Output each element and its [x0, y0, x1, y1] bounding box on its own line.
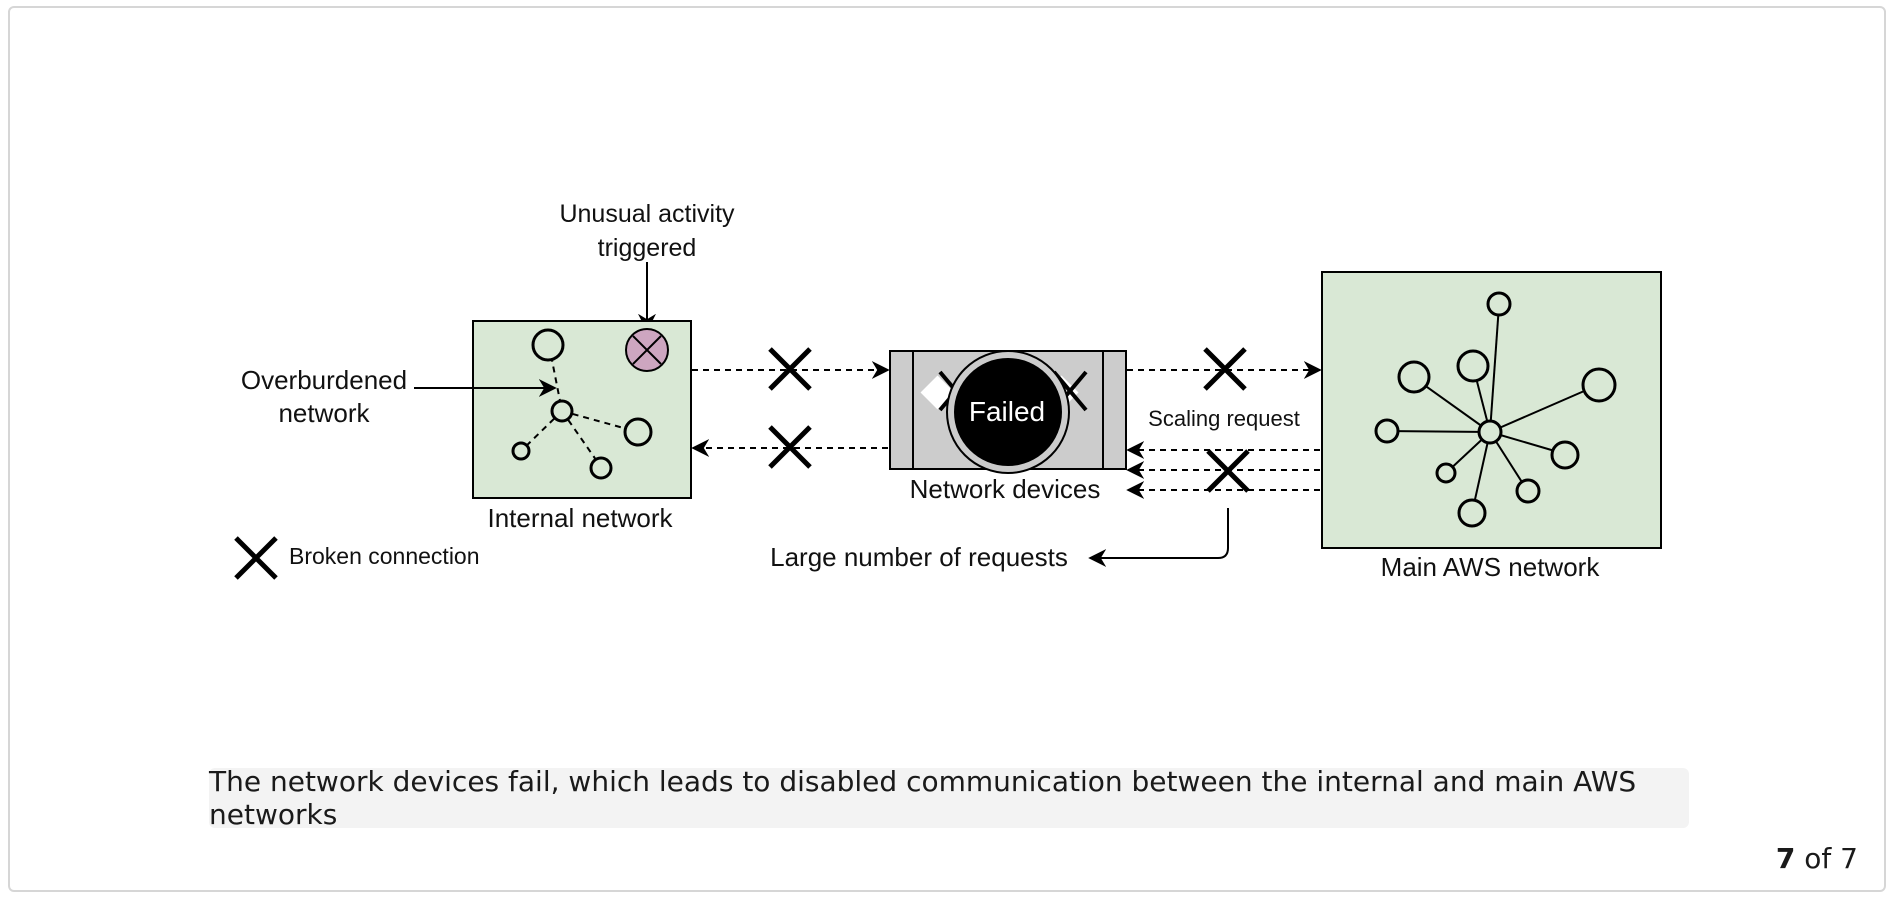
node-circle-icon	[511, 441, 531, 461]
node-circle-icon	[1486, 291, 1512, 317]
node-circle-icon	[1515, 478, 1541, 504]
node-circle-icon	[550, 399, 574, 423]
failed-label: Failed	[969, 396, 1045, 427]
broken-connection-x-icon	[768, 425, 812, 469]
node-circle-icon	[1581, 367, 1617, 403]
broken-connection-x-icon	[1203, 347, 1247, 391]
unusual-activity-label-line1: Unusual activity	[559, 200, 735, 228]
node-circle-icon	[589, 456, 613, 480]
broken-connection-x-icon	[768, 347, 812, 391]
main-aws-network-label: Main AWS network	[1381, 552, 1601, 582]
network-devices-label: Network devices	[910, 474, 1101, 504]
legend-broken-connection-label: Broken connection	[289, 543, 480, 569]
node-circle-icon	[1374, 418, 1400, 444]
unusual-activity-label-line2: triggered	[598, 234, 697, 262]
overburdened-label-line1: Overburdened	[241, 365, 407, 395]
node-circle-icon	[1397, 360, 1431, 394]
node-circle-icon	[531, 328, 565, 362]
slide-pager: 7 of 7	[1776, 842, 1858, 875]
aws-network-nodes	[1374, 291, 1617, 528]
node-circle-icon	[1456, 349, 1490, 383]
caption-text: The network devices fail, which leads to…	[209, 765, 1637, 831]
internal-network-label: Internal network	[488, 503, 674, 533]
node-circle-icon	[1457, 498, 1487, 528]
alert-x-circle-icon	[625, 328, 669, 372]
node-circle-icon	[1435, 462, 1457, 484]
node-circle-icon	[1550, 440, 1580, 470]
pager-current: 7	[1775, 842, 1796, 875]
scaling-request-label: Scaling request	[1148, 406, 1300, 431]
broken-connection-x-icon	[1206, 449, 1250, 493]
broken-connection-x-icon	[234, 536, 278, 580]
node-circle-icon	[623, 417, 653, 447]
large-requests-arrow	[1088, 508, 1229, 567]
node-circle-icon	[1477, 419, 1503, 445]
overburdened-label-line2: network	[278, 398, 370, 428]
pager-total: of 7	[1804, 842, 1858, 875]
large-requests-label: Large number of requests	[770, 542, 1068, 572]
caption-box: The network devices fail, which leads to…	[209, 765, 1689, 831]
network-devices-box	[889, 350, 1127, 474]
internal-network-nodes	[511, 328, 653, 480]
